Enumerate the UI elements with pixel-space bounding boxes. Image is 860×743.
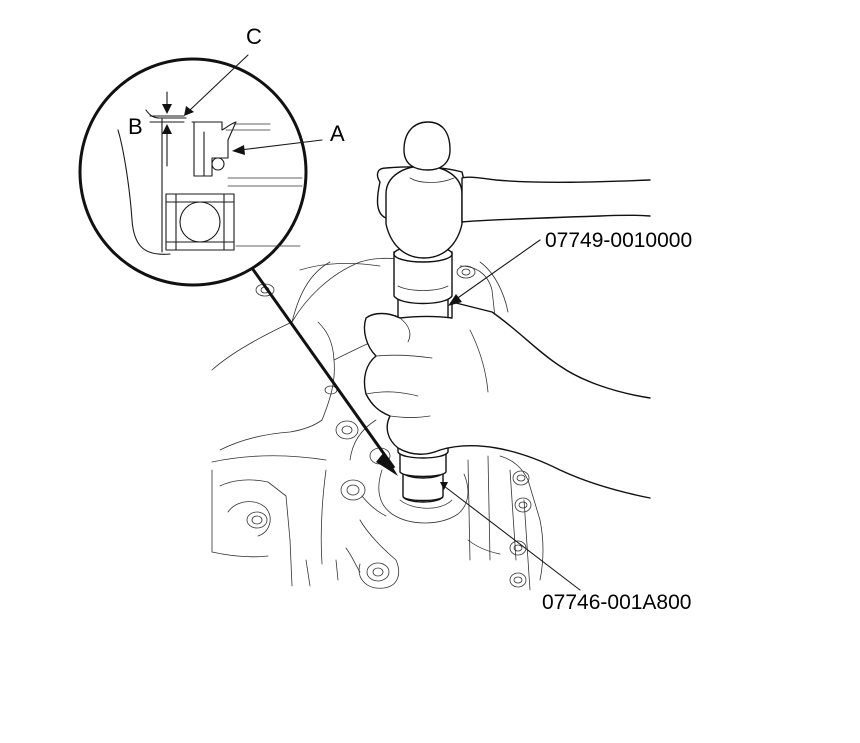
label-driver-tool: 07749-0010000 bbox=[545, 229, 692, 252]
leader-lines bbox=[184, 54, 581, 591]
label-c: C bbox=[246, 24, 262, 49]
label-a: A bbox=[330, 121, 345, 146]
label-attachment-tool: 07746-001A800 bbox=[542, 591, 691, 614]
hammer bbox=[376, 121, 466, 259]
hammer-arm bbox=[461, 176, 651, 223]
detail-pointer bbox=[250, 267, 398, 476]
transmission-housing bbox=[211, 257, 544, 591]
label-b: B bbox=[128, 114, 143, 139]
housing-bolt-bosses bbox=[246, 265, 532, 588]
gripping-hand bbox=[363, 301, 651, 499]
detail-view bbox=[78, 57, 308, 287]
